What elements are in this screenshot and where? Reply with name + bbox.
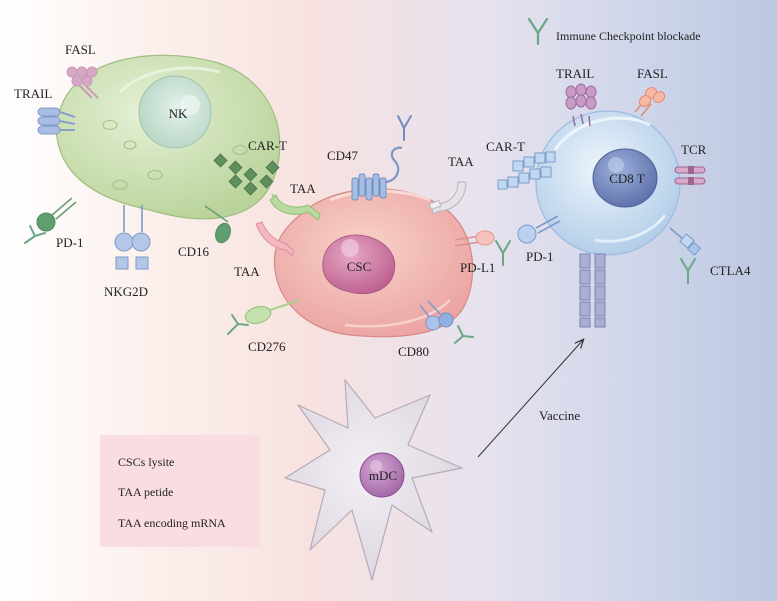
- cd8-t-cell-label: CD8 T: [609, 171, 645, 186]
- cd8-ctla4-receptor: [669, 227, 702, 256]
- csc-cd80-antibody-icon: [454, 325, 474, 344]
- csc-cd47-antibody-icon: [397, 115, 412, 141]
- vaccine-components-box: CSCs lysite TAA petide TAA encoding mRNA: [100, 435, 260, 547]
- csc-pdl1-receptor: [454, 230, 495, 247]
- csc-cd80-label: CD80: [398, 344, 429, 359]
- vaccine-arrow: [477, 340, 583, 458]
- cd8-receptor-stack: [579, 253, 606, 328]
- cd8-car-t-label: CAR-T: [486, 139, 525, 154]
- csc-pdl1-antibody-icon: [495, 240, 511, 266]
- nk-trail-label: TRAIL: [14, 86, 52, 101]
- csc-taa-top-antigen: [269, 193, 321, 221]
- csc-taa-left-label: TAA: [234, 264, 260, 279]
- vaccine-item-taa-mrna: TAA encoding mRNA: [118, 516, 226, 530]
- legend-antibody-icon: [527, 17, 549, 46]
- cd8-fasl-receptor: [634, 87, 666, 117]
- nk-pd1-label: PD-1: [56, 235, 83, 250]
- cd8-ctla4-label: CTLA4: [710, 263, 751, 278]
- csc-cell: [273, 188, 474, 338]
- csc-taa-right-antigen: [428, 181, 467, 215]
- nk-fasl-receptor: [66, 66, 99, 99]
- nk-cd16-label: CD16: [178, 244, 210, 259]
- cd8-trail-label: TRAIL: [556, 66, 594, 81]
- nk-cell-label: NK: [169, 106, 188, 121]
- mdc-cell: [284, 379, 463, 581]
- csc-pdl1-label: PD-L1: [460, 260, 495, 275]
- vaccine-item-taa-peptide: TAA petide: [118, 485, 174, 499]
- vaccine-label: Vaccine: [539, 408, 580, 423]
- csc-taa-top-label: TAA: [290, 181, 316, 196]
- cd8-tcr-label: TCR: [681, 142, 707, 157]
- vaccine-item-csc-lysate: CSCs lysite: [118, 455, 175, 469]
- nk-cd16-receptor: [204, 205, 231, 244]
- csc-cd47-receptor: [351, 146, 403, 201]
- nk-pd1-antibody-icon: [24, 225, 46, 244]
- cd8-ctla4-antibody-icon: [680, 258, 696, 284]
- nk-fasl-label: FASL: [65, 42, 96, 57]
- nk-cell: [55, 54, 281, 220]
- nk-nkg2d-receptor: [114, 205, 151, 270]
- nk-nkg2d-label: NKG2D: [104, 284, 148, 299]
- mdc-cell-label: mDC: [369, 468, 397, 483]
- cd8-t-cell: [535, 110, 681, 256]
- legend-checkpoint-label: Immune Checkpoint blockade: [556, 29, 701, 43]
- csc-taa-left-antigen: [255, 221, 295, 257]
- cd8-car-t-receptor: [497, 151, 556, 190]
- cd8-pd1-label: PD-1: [526, 249, 553, 264]
- csc-cell-label: CSC: [347, 259, 372, 274]
- nk-trail-receptor: [37, 107, 76, 135]
- cd8-pd1-receptor: [517, 215, 561, 244]
- csc-cd47-label: CD47: [327, 148, 359, 163]
- csc-cd276-receptor: [244, 299, 301, 324]
- nk-car-t-label: CAR-T: [248, 138, 287, 153]
- csc-cd276-label: CD276: [248, 339, 286, 354]
- nk-pd1-receptor: [36, 197, 77, 232]
- csc-cd276-antibody-icon: [227, 314, 249, 335]
- cd8-trail-receptor: [565, 83, 597, 127]
- csc-cd80-receptor: [419, 300, 454, 331]
- cd8-tcr-receptor: [674, 166, 706, 185]
- cd8-fasl-label: FASL: [637, 66, 668, 81]
- csc-taa-right-label: TAA: [448, 154, 474, 169]
- nk-car-t-receptor: [213, 153, 280, 196]
